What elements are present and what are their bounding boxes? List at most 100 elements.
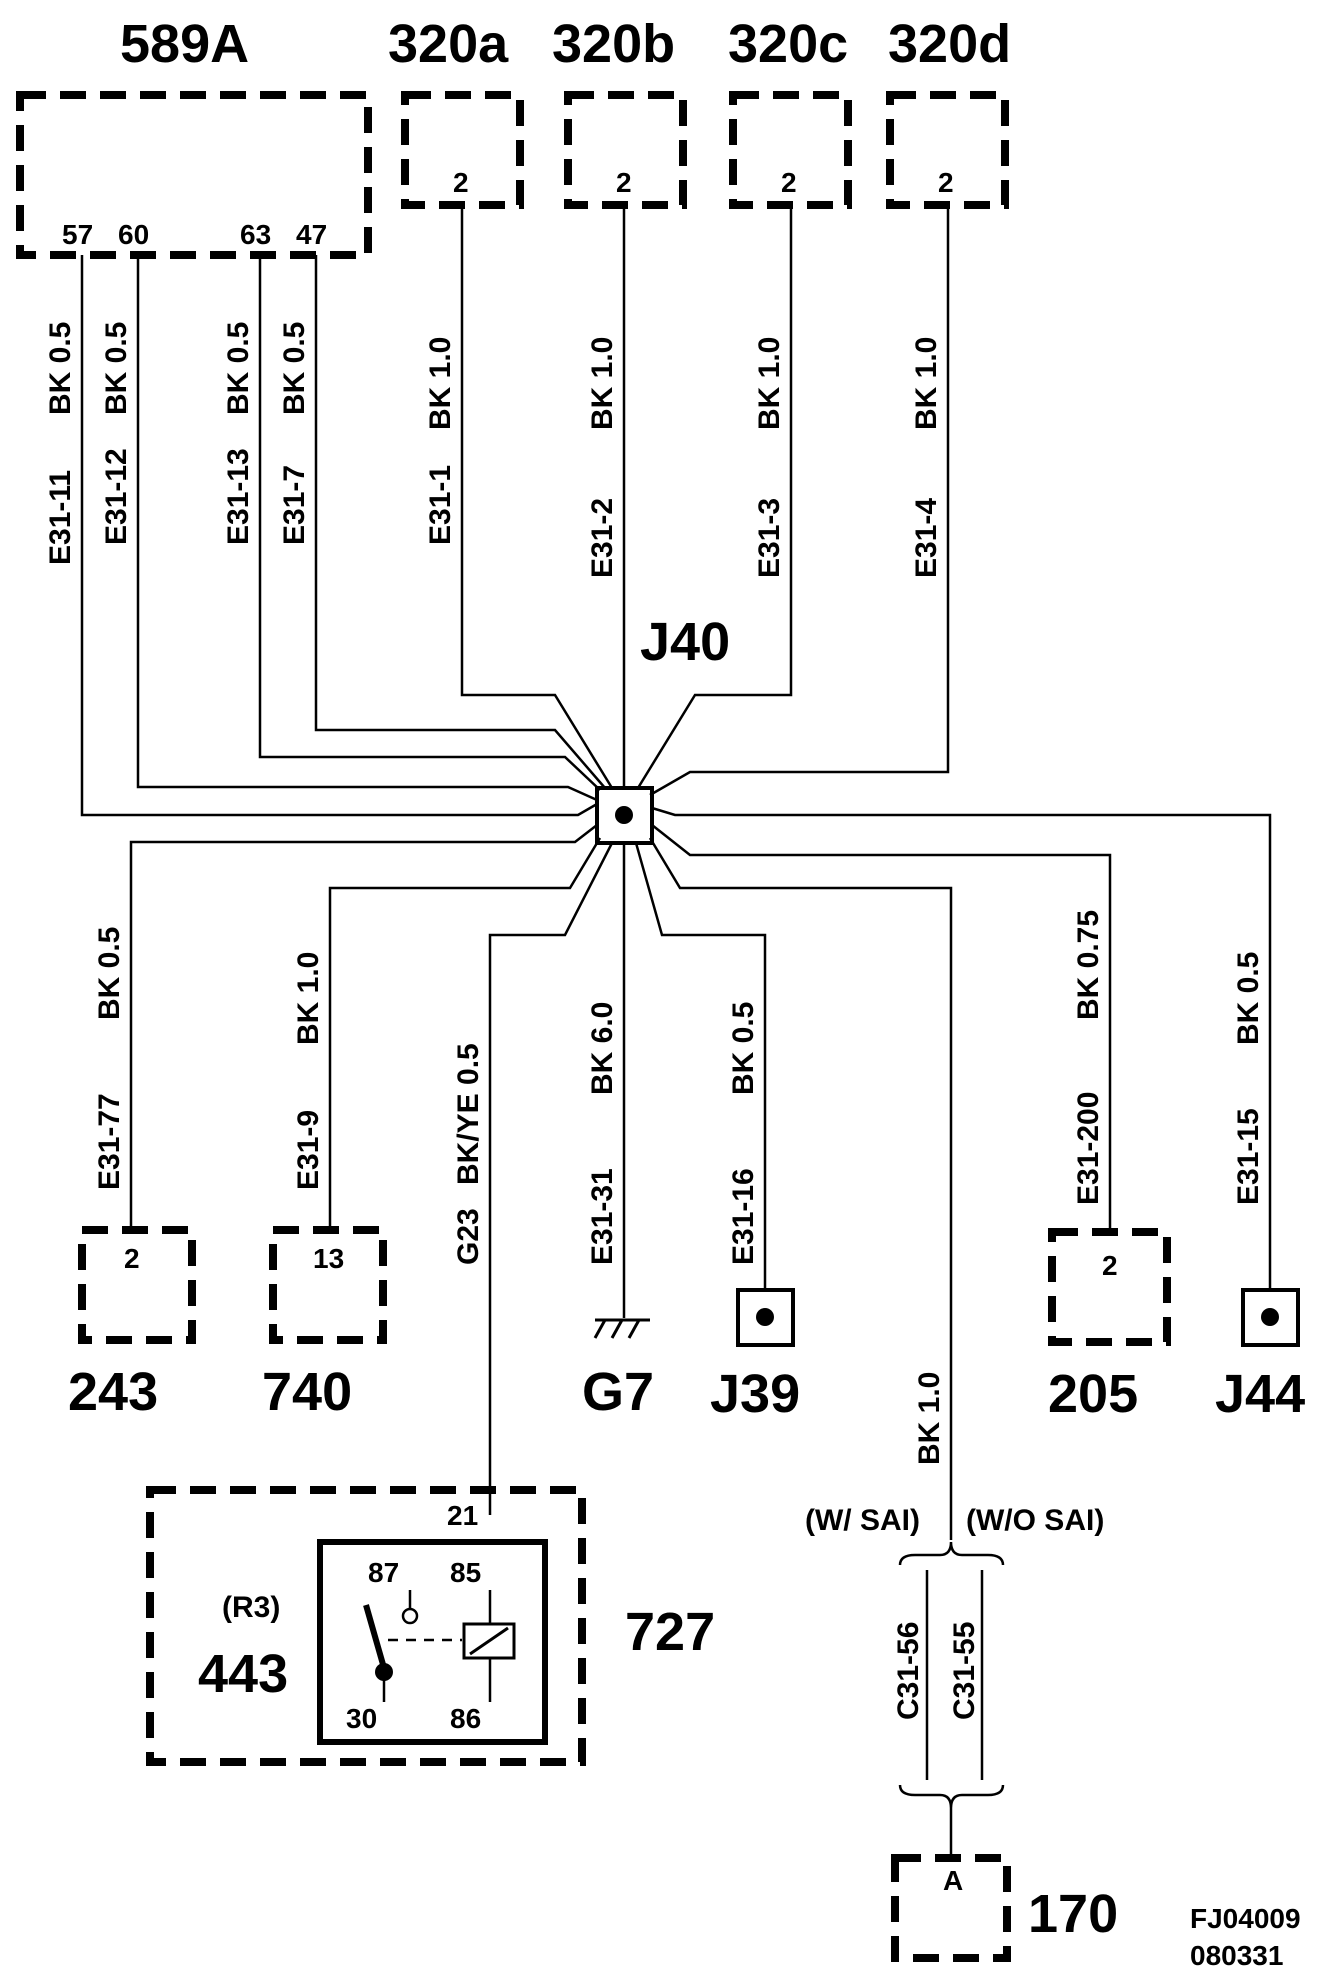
wire-circuit-label: E31-12: [100, 448, 133, 545]
wire-e31-12: [136, 255, 598, 802]
wire-circuit-label: E31-1: [424, 465, 457, 545]
pin-a: A: [943, 1865, 963, 1896]
connector-320c: 320c 2: [728, 14, 852, 209]
wire-spec-label: BK 0.5: [44, 322, 77, 415]
wire-circuit-label: E31-7: [278, 465, 311, 545]
splice-j39-label: J39: [710, 1364, 800, 1424]
pin-2: 2: [938, 167, 954, 198]
wire-spec-label: BK 1.0: [910, 337, 943, 430]
wire-circuit-label: E31-31: [586, 1168, 619, 1265]
wire-spec-label: BK 6.0: [586, 1002, 619, 1095]
wire-circuit-label: E31-13: [222, 448, 255, 545]
option-without-sai: (W/O SAI): [966, 1504, 1104, 1537]
wire-e31-4: [649, 205, 950, 797]
wires-upper: [80, 205, 1272, 1290]
splice-j40: J40: [595, 612, 730, 845]
connector-320b: 320b 2: [552, 14, 687, 209]
wire-e31-3: [636, 205, 793, 789]
wire-spec-label: BK 1.0: [913, 1372, 946, 1465]
connector-740: 13 740: [262, 1226, 387, 1422]
connector-727-label: 727: [625, 1602, 715, 1662]
relay-assembly: 21 727 (R3) 443 87 85 30 86: [146, 1486, 715, 1766]
connector-205: 2 205: [1048, 1228, 1171, 1424]
wire-spec-label: BK 0.5: [93, 927, 126, 1020]
pin-85: 85: [450, 1557, 481, 1588]
connector-170: A 170: [891, 1854, 1118, 1962]
ground-g7-label: G7: [582, 1362, 654, 1422]
wire-circuit-label: E31-15: [1232, 1108, 1265, 1205]
pin-2: 2: [453, 167, 469, 198]
wire-spec-label: BK 0.5: [1232, 952, 1265, 1045]
wire-e31-9: [328, 837, 602, 1230]
wire-e31-16: [634, 842, 767, 1290]
wire-spec-label: BK 1.0: [292, 952, 325, 1045]
pin-2: 2: [1102, 1250, 1118, 1281]
connector-740-label: 740: [262, 1362, 352, 1422]
wire-spec-label: BK 0.75: [1072, 910, 1105, 1020]
pin-60: 60: [118, 219, 149, 250]
connector-589a: 589A 57 60 63 47: [16, 14, 372, 259]
wire-spec-label: BK 0.5: [100, 322, 133, 415]
connector-589a-label: 589A: [120, 14, 249, 74]
relay-sublabel: (R3): [222, 1591, 280, 1624]
wire-circuit-label: C31-55: [948, 1622, 981, 1720]
wire-spec-label: BK/YE 0.5: [452, 1043, 485, 1185]
wire-labels: E31-11 BK 0.5 E31-12 BK 0.5 E31-13 BK 0.…: [44, 322, 1265, 1465]
pin-2: 2: [124, 1243, 140, 1274]
wire-circuit-label: E31-11: [44, 470, 77, 565]
pin-57: 57: [62, 219, 93, 250]
splice-j40-label: J40: [640, 612, 730, 672]
wire-circuit-label: C31-56: [892, 1622, 925, 1720]
pin-87: 87: [368, 1557, 399, 1588]
pin-13: 13: [313, 1243, 344, 1274]
wire-circuit-label: E31-9: [292, 1110, 325, 1190]
wire-circuit-label: G23: [452, 1208, 485, 1265]
wire-circuit-label: E31-16: [727, 1168, 760, 1265]
connector-320d-label: 320d: [888, 14, 1011, 74]
wire-circuit-label: E31-200: [1072, 1092, 1105, 1205]
pin-47: 47: [296, 219, 327, 250]
wires-lower: [129, 824, 1112, 1540]
sai-options: (W/ SAI) (W/O SAI) C31-56 C31-55: [805, 1504, 1104, 1858]
connector-243: 2 243: [68, 1226, 196, 1422]
figure-code-line2: 080331: [1190, 1940, 1283, 1971]
wire-e31-7: [314, 255, 606, 789]
connector-320b-label: 320b: [552, 14, 675, 74]
pin-86: 86: [450, 1703, 481, 1734]
connector-170-label: 170: [1028, 1884, 1118, 1944]
relay-label: 443: [198, 1644, 288, 1704]
wire-e31-13: [258, 255, 601, 791]
wire-circuit-label: E31-77: [93, 1093, 126, 1190]
figure-code-line1: FJ04009: [1190, 1903, 1301, 1934]
pin-21: 21: [447, 1500, 478, 1531]
wire-spec-label: BK 1.0: [586, 337, 619, 430]
wire-e31-77: [129, 824, 598, 1230]
wire-spec-label: BK 0.5: [727, 1002, 760, 1095]
pin-2: 2: [781, 167, 797, 198]
wire-e31-11: [80, 255, 598, 817]
pin-30: 30: [346, 1703, 377, 1734]
wire-g23: [488, 842, 614, 1515]
wire-spec-label: BK 0.5: [222, 322, 255, 415]
splice-j39: J39: [710, 1288, 800, 1424]
connector-320a-label: 320a: [388, 14, 509, 74]
wire-circuit-label: E31-2: [586, 498, 619, 578]
connector-320a: 320a 2: [388, 14, 524, 209]
wire-e31-15: [651, 806, 1272, 1290]
connector-320c-label: 320c: [728, 14, 848, 74]
connector-205-label: 205: [1048, 1364, 1138, 1424]
wire-e31-200: [651, 824, 1112, 1230]
connector-243-label: 243: [68, 1362, 158, 1422]
splice-j44: J44: [1215, 1288, 1305, 1424]
figure-code: FJ04009 080331: [1190, 1903, 1301, 1971]
wire-spec-label: BK 0.5: [278, 322, 311, 415]
pin-63: 63: [240, 219, 271, 250]
wire-spec-label: BK 1.0: [753, 337, 786, 430]
pin-2: 2: [616, 167, 632, 198]
wire-spec-label: BK 1.0: [424, 337, 457, 430]
wire-sai: [648, 837, 953, 1540]
wire-circuit-label: E31-3: [753, 498, 786, 578]
wire-e31-1: [460, 205, 614, 789]
ground-g7: G7: [582, 1318, 654, 1422]
